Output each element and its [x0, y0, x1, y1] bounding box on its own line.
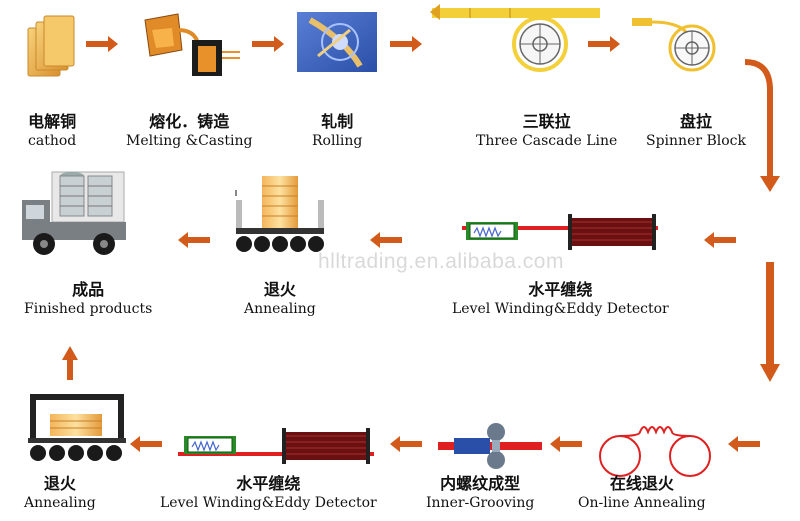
step-en-label: Inner-Grooving — [426, 495, 535, 511]
step-label-finished: 成品 Finished products — [24, 280, 152, 318]
copper-cathode-icon — [27, 15, 75, 77]
inner-grooving-icon — [438, 423, 542, 469]
arrow-right-icon — [86, 36, 118, 52]
step-en-label: Melting &Casting — [126, 133, 253, 149]
step-en-label: On-line Annealing — [578, 495, 706, 511]
step-label-spinner: 盘拉 Spinner Block — [646, 112, 746, 150]
arrow-left-icon — [130, 436, 162, 452]
step-en-label: Level Winding&Eddy Detector — [160, 495, 377, 511]
arrow-right-icon — [588, 36, 620, 52]
step-label-rolling: 轧制 Rolling — [312, 112, 362, 150]
arrow-left-icon — [704, 232, 736, 248]
step-zh-label: 成品 — [72, 280, 105, 299]
step-label-annealing1: 退火 Annealing — [244, 280, 316, 318]
step-label-grooving: 内螺纹成型 Inner-Grooving — [426, 474, 534, 512]
step-en-label: Finished products — [24, 301, 153, 317]
step-zh-label: 水平缠绕 — [528, 280, 593, 299]
arrow-left-icon — [178, 232, 210, 248]
spinner-block-icon — [632, 18, 716, 72]
arrow-down-icon — [766, 262, 774, 366]
step-en-label: cathod — [28, 133, 77, 149]
ladle-casting-icon — [144, 13, 240, 76]
annealing-furnace-icon — [235, 176, 324, 252]
step-en-label: Level Winding&Eddy Detector — [452, 301, 669, 317]
step-zh-label: 轧制 — [321, 112, 354, 131]
rolling-mill-icon — [297, 12, 377, 72]
step-zh-label: 在线退火 — [609, 474, 674, 493]
step-label-melting: 熔化．铸造 Melting &Casting — [126, 112, 252, 150]
arrow-left-icon — [728, 436, 760, 452]
step-zh-label: 水平缠绕 — [236, 474, 301, 493]
step-label-cascade: 三联拉 Three Cascade Line — [476, 112, 617, 150]
level-winding-icon — [178, 428, 374, 464]
step-zh-label: 内螺纹成型 — [440, 474, 521, 493]
step-en-label: Annealing — [244, 301, 316, 317]
step-zh-label: 电解铜 — [28, 112, 77, 131]
step-zh-label: 熔化．铸造 — [149, 112, 230, 131]
online-annealing-coil-icon — [599, 426, 711, 477]
step-en-label: Annealing — [24, 495, 96, 511]
arrow-right-icon — [390, 36, 422, 52]
watermark: hlltrading.en.alibaba.com — [318, 250, 564, 273]
step-zh-label: 退火 — [263, 280, 296, 299]
arrow-left-icon — [370, 232, 402, 248]
step-en-label: Three Cascade Line — [476, 133, 618, 149]
step-label-online: 在线退火 On-line Annealing — [578, 474, 706, 512]
arrow-curve-down-icon — [744, 59, 773, 178]
cascade-drawing-icon — [430, 4, 600, 72]
delivery-truck-icon — [22, 171, 126, 255]
step-zh-label: 三联拉 — [522, 112, 571, 131]
arrow-left-icon — [390, 436, 422, 452]
flow-arrows-row1 — [86, 36, 620, 52]
flow-arrows-row2 — [178, 232, 736, 248]
step-en-label: Spinner Block — [646, 133, 747, 149]
annealing-furnace-icon — [28, 394, 126, 461]
step-label-cathod: 电解铜 cathod — [28, 112, 76, 150]
step-label-winding2: 水平缠绕 Level Winding&Eddy Detector — [160, 474, 377, 512]
step-en-label: Rolling — [312, 133, 363, 149]
step-zh-label: 退火 — [43, 474, 76, 493]
level-winding-icon — [462, 214, 658, 250]
flow-arrows-row3 — [130, 436, 760, 452]
step-label-annealing2: 退火 Annealing — [24, 474, 96, 512]
arrow-up-icon — [67, 358, 73, 380]
step-zh-label: 盘拉 — [680, 112, 713, 131]
step-label-winding1: 水平缠绕 Level Winding&Eddy Detector — [452, 280, 669, 318]
arrow-right-icon — [252, 36, 284, 52]
arrow-left-icon — [550, 436, 582, 452]
